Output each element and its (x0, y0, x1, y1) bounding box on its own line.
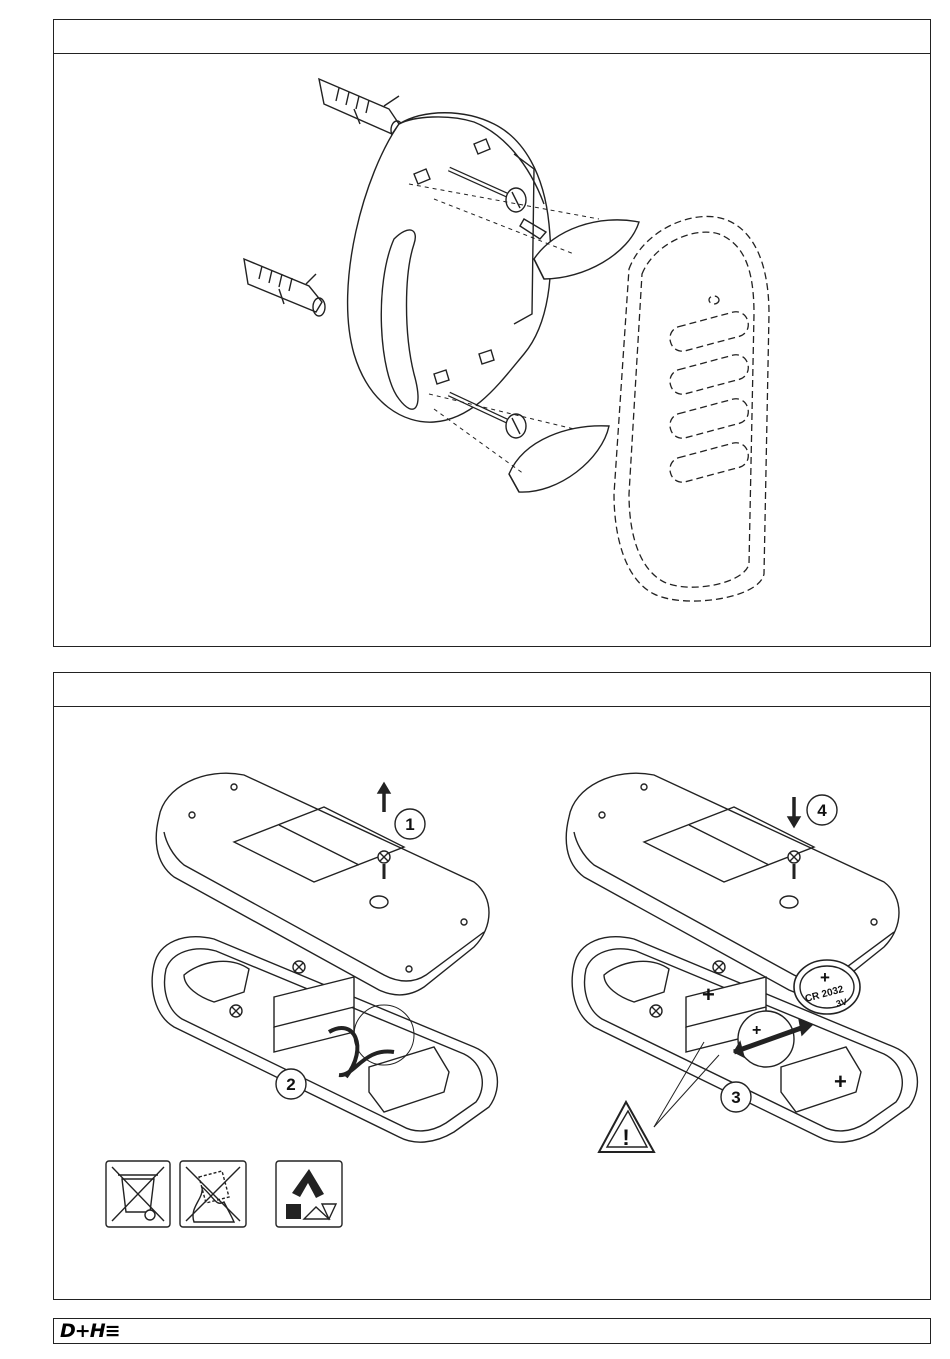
mounting-panel (53, 19, 931, 647)
mounting-illustration (54, 54, 930, 646)
cover-cap-lower (509, 426, 609, 492)
wall-bracket (348, 113, 551, 422)
battery-panel-header (54, 673, 930, 707)
disposal-icons (106, 1161, 342, 1227)
battery-panel: 1 2 (53, 672, 931, 1300)
step-4-label: 4 (817, 801, 827, 820)
screw-lower (449, 394, 526, 438)
polarity-plus-right: + (834, 1069, 847, 1094)
battery-illustration: 1 2 (54, 707, 930, 1299)
page-footer: D+H≡ (53, 1318, 931, 1344)
battery-in-slot-polarity: + (752, 1022, 761, 1039)
remote-transmitter-outline (614, 216, 769, 601)
step-1-label: 1 (405, 815, 414, 834)
dh-logo: D+H≡ (60, 1320, 120, 1342)
step-3-label: 3 (731, 1088, 740, 1107)
arrow-down-head-icon (788, 817, 800, 827)
polarity-plus-left: + (702, 982, 715, 1007)
step-2-label: 2 (286, 1075, 295, 1094)
warning-symbol: ! (622, 1125, 629, 1150)
coin-cell-polarity: + (820, 968, 830, 987)
mounting-panel-header (54, 20, 930, 54)
arrow-up-head-icon (378, 783, 390, 793)
wall-plug-upper (319, 79, 403, 139)
wall-plug-lower (244, 259, 325, 316)
